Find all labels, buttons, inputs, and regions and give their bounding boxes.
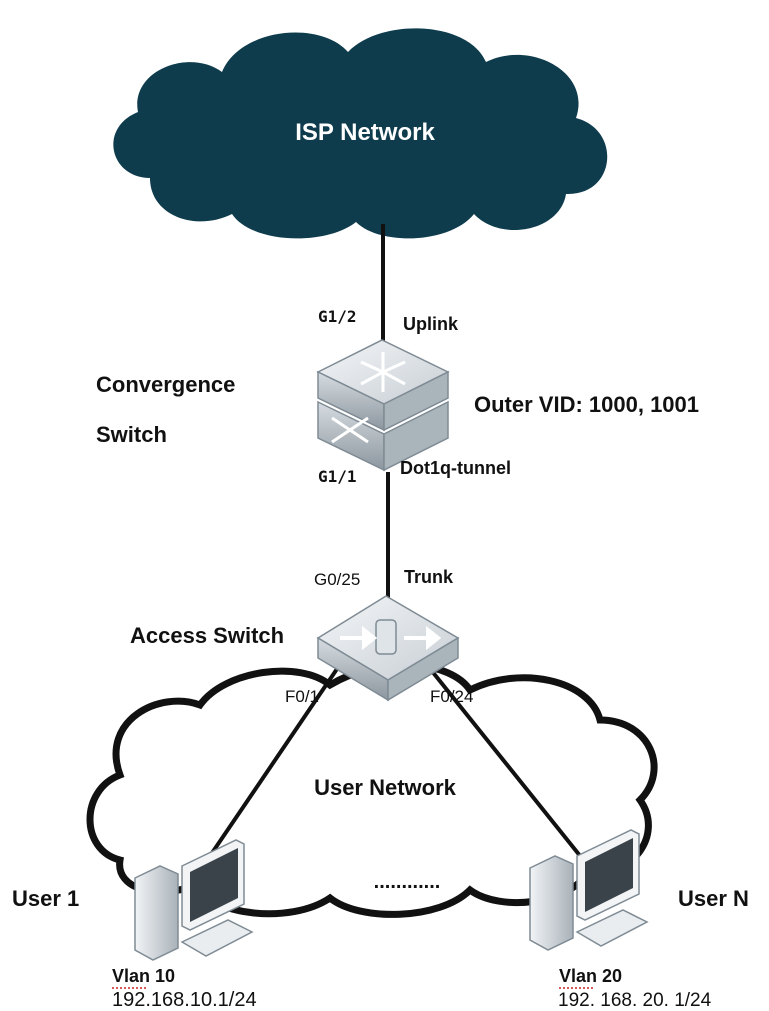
user1-ip: 192.168.10.1/24	[112, 989, 257, 1011]
isp-network-cloud	[113, 28, 608, 239]
usern-name: User N	[678, 886, 749, 911]
convergence-downlink-port: G1/1	[318, 467, 357, 486]
isp-network-label: ISP Network	[295, 119, 435, 146]
links	[193, 224, 587, 880]
convergence-downlink-mode: Dot1q-tunnel	[400, 458, 511, 478]
user1-computer-icon	[134, 839, 254, 961]
outer-vid-label: Outer VID: 1000, 1001	[474, 392, 699, 417]
access-to-usern-link	[413, 648, 587, 864]
access-switch-label: Access Switch	[130, 623, 284, 648]
user-ellipsis: ............	[374, 871, 441, 893]
convergence-switch-label-line1: Convergence	[96, 372, 235, 397]
usern-ip: 192. 168. 20. 1/24	[558, 990, 712, 1011]
convergence-uplink-port: G1/2	[318, 307, 357, 326]
user-network-cloud	[86, 661, 658, 918]
convergence-switch-icon	[316, 339, 450, 472]
access-to-user1-link	[193, 636, 360, 880]
usern-computer-icon	[529, 829, 649, 951]
convergence-uplink-mode: Uplink	[403, 314, 459, 334]
user1-vlan: Vlan 10	[112, 966, 175, 986]
convergence-switch-label-line2: Switch	[96, 422, 167, 447]
access-port-left: F0/1	[285, 687, 319, 706]
access-switch-icon	[316, 595, 460, 702]
access-port-right: F0/24	[430, 687, 473, 706]
access-uplink-port: G0/25	[314, 570, 360, 589]
user-network-label: User Network	[314, 775, 457, 800]
usern-vlan: Vlan 20	[559, 966, 622, 986]
user1-name: User 1	[12, 886, 79, 911]
access-uplink-mode: Trunk	[404, 567, 454, 587]
